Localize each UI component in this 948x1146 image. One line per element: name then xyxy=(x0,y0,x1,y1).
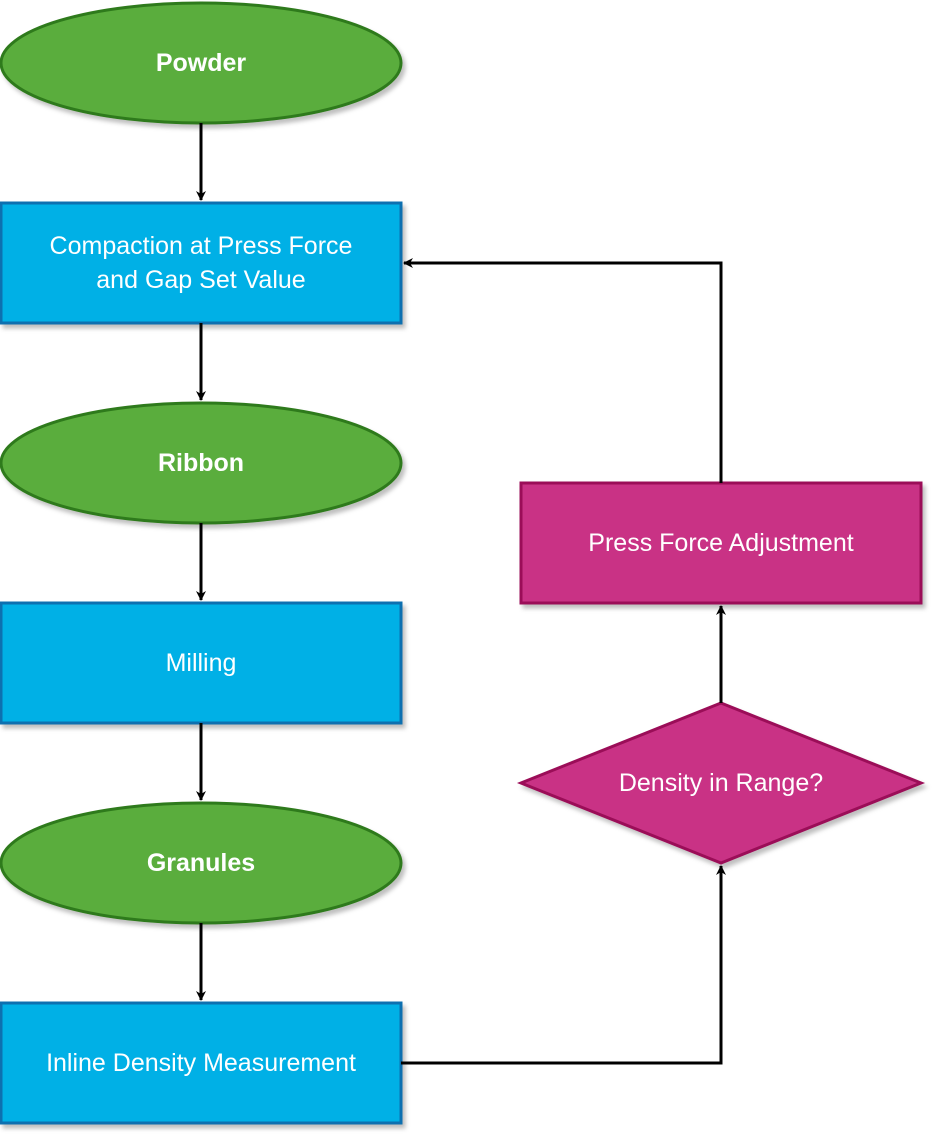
edge-press-adjust-to-compaction xyxy=(403,258,723,483)
edge-inline-density-to-density-check xyxy=(401,865,726,1065)
density-check-node: Density in Range? xyxy=(521,703,921,863)
inline-density-node: Inline Density Measurement xyxy=(1,1003,401,1123)
density-check-label: Density in Range? xyxy=(618,769,824,797)
density-check-node-shape xyxy=(516,701,926,865)
press-adjust-node-shape xyxy=(519,481,923,605)
granules-label: Granules xyxy=(146,849,256,877)
granules-node: Granules xyxy=(1,803,401,923)
ribbon-node: Ribbon xyxy=(1,403,401,523)
compaction-node: Compaction at Press Force and Gap Set Va… xyxy=(1,203,401,323)
compaction-label: Compaction at Press Force and Gap Set Va… xyxy=(49,232,353,294)
compaction-node-shape xyxy=(0,201,403,325)
ribbon-label: Ribbon xyxy=(157,449,245,477)
inline-density-label: Inline Density Measurement xyxy=(46,1049,356,1077)
inline-density-node-shape xyxy=(0,1001,403,1125)
press-adjust-label: Press Force Adjustment xyxy=(588,529,854,557)
milling-label: Milling xyxy=(165,649,237,677)
milling-node-shape xyxy=(0,601,403,725)
powder-label: Powder xyxy=(155,49,247,77)
milling-node: Milling xyxy=(1,603,401,723)
powder-node: Powder xyxy=(1,3,401,123)
press-adjust-node: Press Force Adjustment xyxy=(521,483,921,603)
